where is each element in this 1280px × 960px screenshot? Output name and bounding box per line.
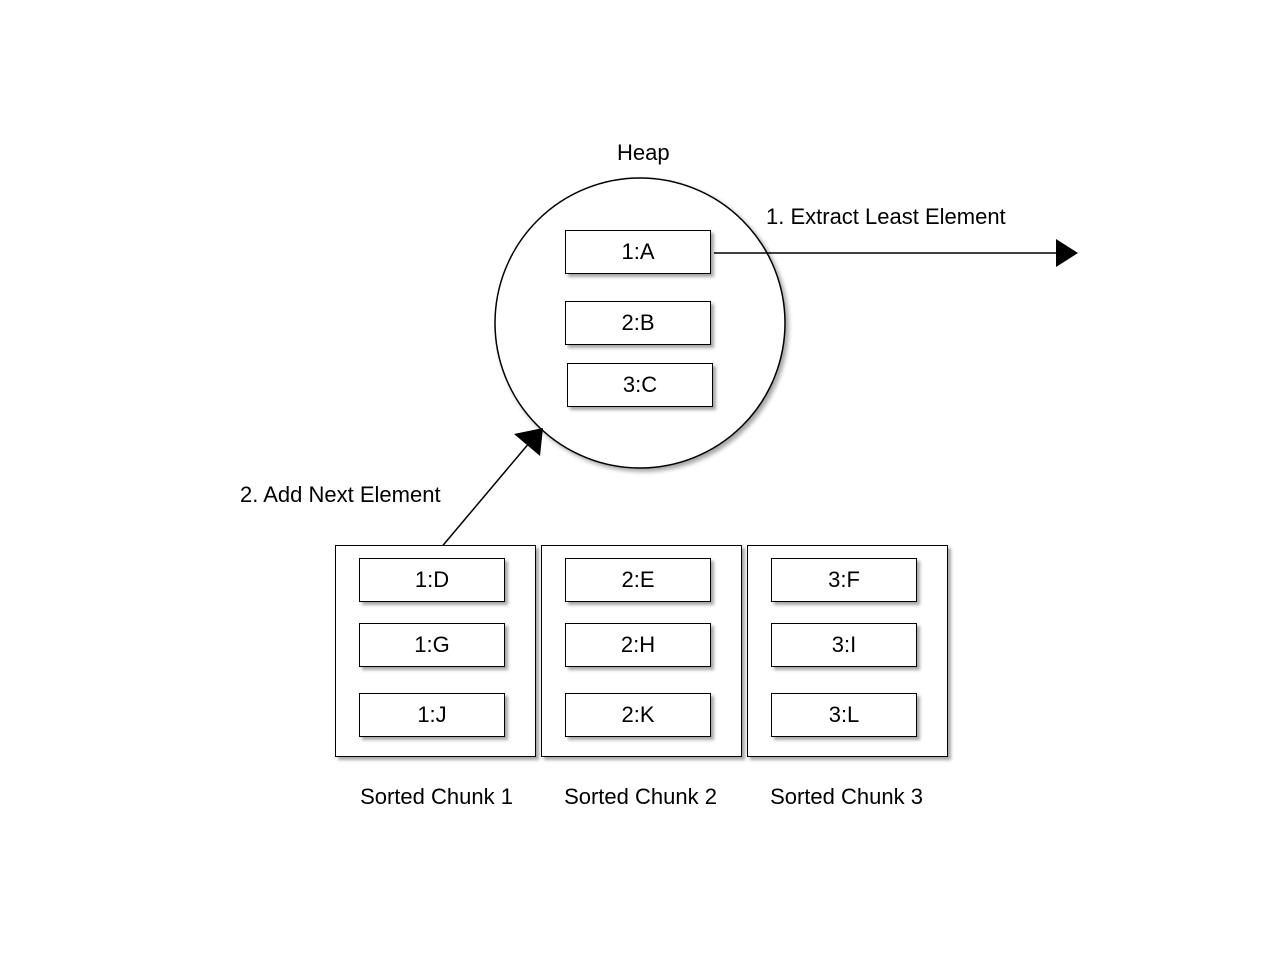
- extract-arrowhead: [1056, 239, 1078, 267]
- chunk-item: 2:E: [565, 558, 711, 602]
- chunk-item: 1:J: [359, 693, 505, 737]
- chunk-item: 2:H: [565, 623, 711, 667]
- add-arrow-line: [433, 441, 531, 557]
- heap-item: 2:B: [565, 301, 711, 345]
- chunk-item: 2:K: [565, 693, 711, 737]
- chunk-item: 3:I: [771, 623, 917, 667]
- heap-item: 3:C: [567, 363, 713, 407]
- heap-item: 1:A: [565, 230, 711, 274]
- chunk-item: 3:L: [771, 693, 917, 737]
- chunk-item: 3:F: [771, 558, 917, 602]
- chunk-item: 1:G: [359, 623, 505, 667]
- extract-step-label: 1. Extract Least Element: [766, 204, 1006, 229]
- add-step-label: 2. Add Next Element: [240, 482, 441, 507]
- heap-title: Heap: [617, 140, 670, 165]
- add-arrowhead: [514, 428, 543, 456]
- chunk-label-1: Sorted Chunk 1: [360, 784, 513, 809]
- chunk-label-3: Sorted Chunk 3: [770, 784, 923, 809]
- chunk-label-2: Sorted Chunk 2: [564, 784, 717, 809]
- chunk-item: 1:D: [359, 558, 505, 602]
